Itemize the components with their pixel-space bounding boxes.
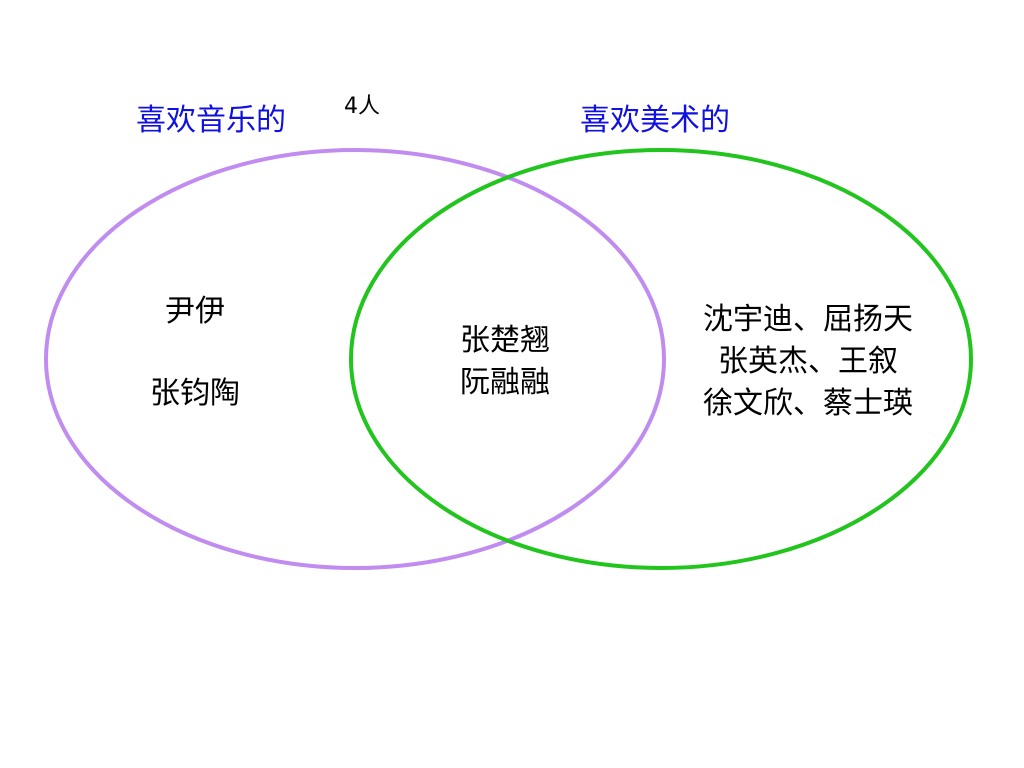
art-only-name: 张英杰、王叙 xyxy=(718,344,898,379)
music-circle xyxy=(44,148,666,570)
music-only-names: 尹伊 张钧陶 xyxy=(130,290,260,416)
art-set-title: 喜欢美术的 xyxy=(580,103,730,138)
music-only-name: 尹伊 xyxy=(165,294,225,329)
music-only-name: 张钧陶 xyxy=(150,376,240,411)
art-only-name: 徐文欣、蔡士瑛 xyxy=(703,386,913,421)
overlap-names: 张楚翘 阮融融 xyxy=(430,320,580,404)
count-label: 4人 xyxy=(344,94,380,119)
overlap-name: 阮融融 xyxy=(460,365,550,400)
art-only-names: 沈宇迪、屈扬天 张英杰、王叙 徐文欣、蔡士瑛 xyxy=(680,299,936,425)
overlap-name: 张楚翘 xyxy=(460,323,550,358)
music-set-title: 喜欢音乐的 xyxy=(136,103,286,138)
art-circle xyxy=(349,148,973,570)
art-only-name: 沈宇迪、屈扬天 xyxy=(703,302,913,337)
